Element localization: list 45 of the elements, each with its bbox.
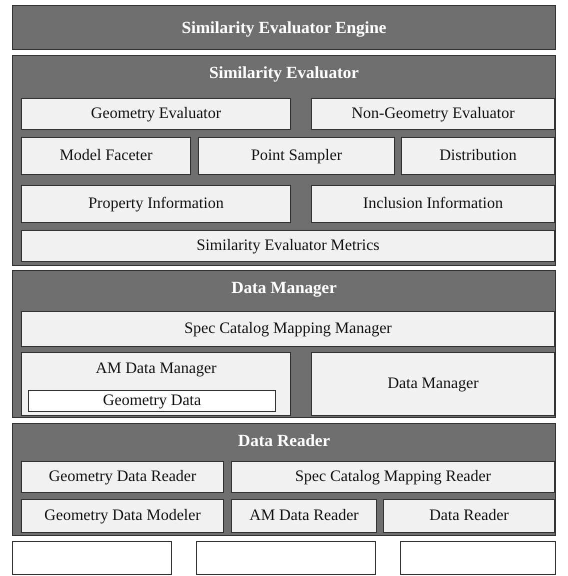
component-box (21, 137, 191, 175)
title-band (12, 5, 556, 50)
component-label: Model Faceter (58, 146, 154, 166)
component-box (311, 352, 555, 416)
component-box (231, 461, 555, 493)
layer-title: Similarity Evaluator (208, 62, 360, 84)
component-box (231, 499, 377, 533)
empty-box (400, 541, 556, 575)
component-label: Property Information (87, 194, 225, 214)
component-box (21, 311, 555, 347)
component-label: Non-Geometry Evaluator (350, 104, 516, 124)
layer-panel (12, 270, 556, 418)
empty-box (12, 541, 172, 575)
component-label: Distribution (438, 146, 518, 166)
layer-title: Data Manager (230, 277, 338, 299)
layer-title: Data Reader (236, 430, 332, 452)
component-box (28, 390, 276, 412)
component-label: Similarity Evaluator Metrics (195, 236, 381, 256)
component-box (21, 230, 555, 262)
component-label: Inclusion Information (362, 194, 504, 214)
component-label: Geometry Data Modeler (43, 506, 202, 526)
component-label: Spec Catalog Mapping Reader (294, 467, 492, 487)
component-label: AM Data Manager (94, 359, 218, 379)
component-box (311, 185, 555, 223)
layer-panel (12, 55, 556, 266)
component-label: AM Data Reader (248, 506, 360, 526)
component-label: Geometry Data (102, 391, 202, 411)
component-label: Data Manager (386, 374, 480, 394)
component-label: Spec Catalog Mapping Manager (183, 319, 393, 339)
component-label: Data Reader (428, 506, 510, 526)
empty-box (196, 541, 376, 575)
component-box (383, 499, 555, 533)
component-box (21, 185, 291, 223)
component-label: Geometry Data Reader (48, 467, 198, 487)
component-box (401, 137, 555, 175)
component-box (21, 98, 291, 130)
component-box (21, 461, 224, 493)
layer-title: Similarity Evaluator Engine (180, 16, 388, 39)
component-box (21, 352, 291, 416)
layer-panel (12, 423, 556, 536)
component-box (198, 137, 395, 175)
component-box (311, 98, 555, 130)
component-box (21, 499, 224, 533)
component-label: Point Sampler (250, 146, 344, 166)
component-label: Geometry Evaluator (90, 104, 222, 124)
